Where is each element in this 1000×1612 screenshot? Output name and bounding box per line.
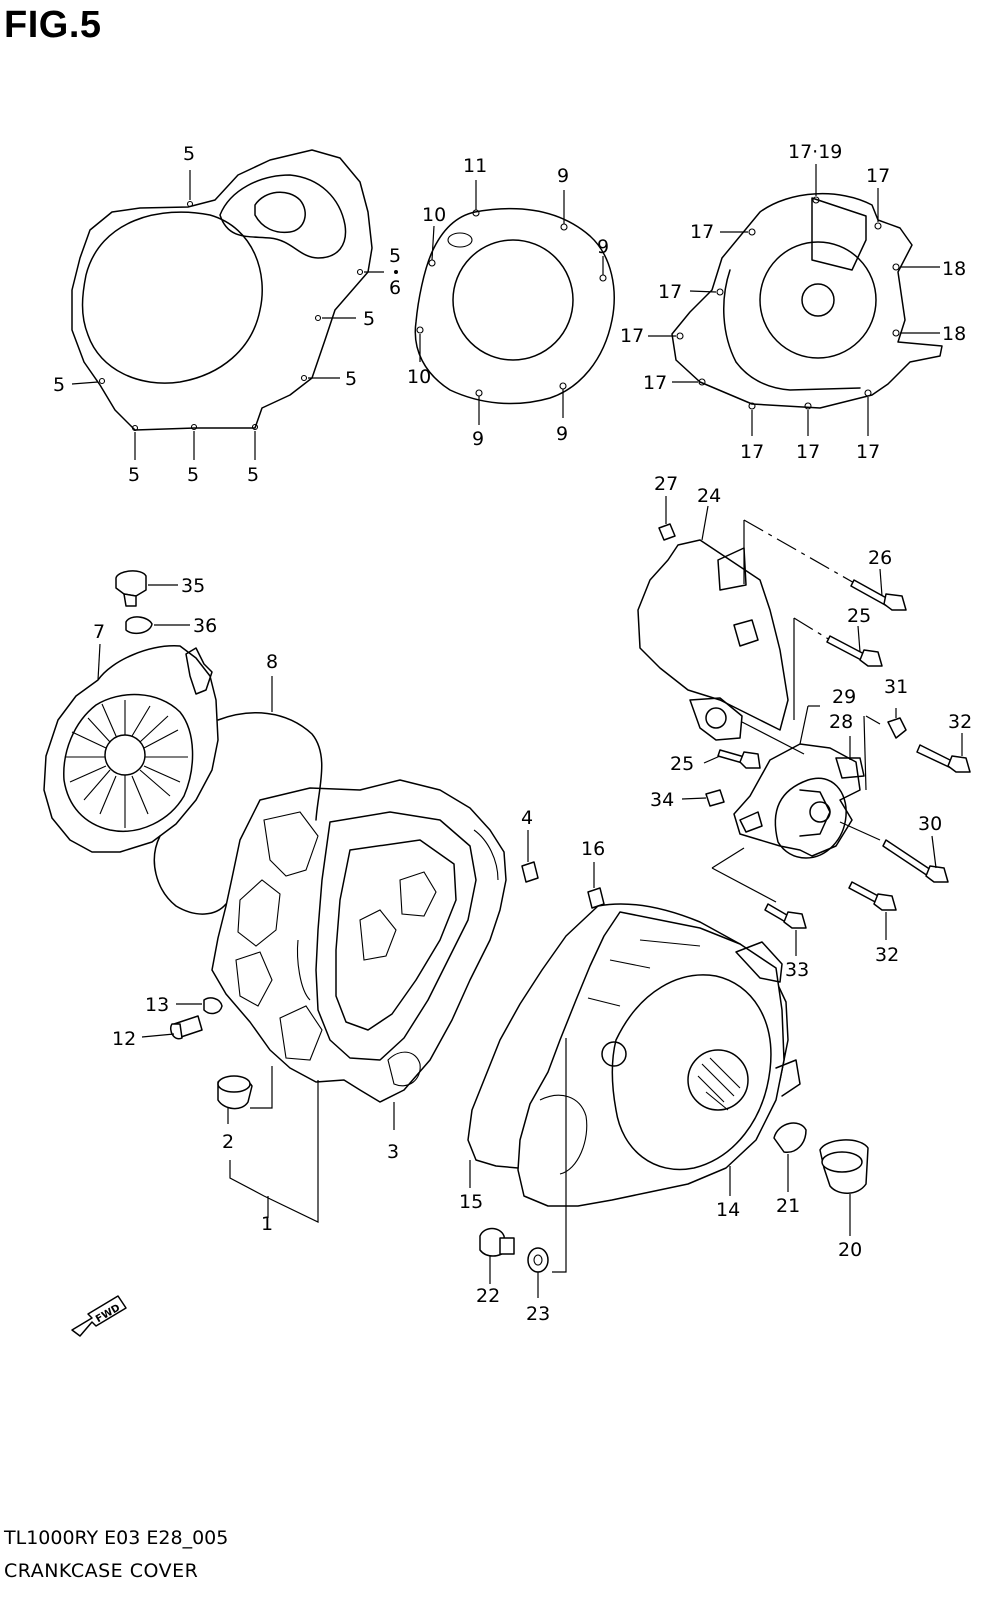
callout-label: 2 (222, 1131, 234, 1153)
model-code: TL1000RY E03 E28_005 (4, 1527, 229, 1549)
callout-label: 17 (866, 165, 890, 187)
callout-label: 17 (856, 441, 880, 463)
callout-label: 8 (266, 651, 278, 673)
water-pump (681, 705, 971, 956)
callout-labels: 5 5 6 5 5 5 5 5 5 11 9 10 9 10 9 9 17·19… (53, 141, 972, 1325)
callout-label: 29 (832, 686, 856, 708)
bushing-2 (217, 1075, 253, 1124)
callout-label: 25 (670, 753, 694, 775)
bracket-1-leaders (229, 1066, 395, 1223)
callout-label: 4 (521, 807, 533, 829)
callout-label: 26 (868, 547, 892, 569)
generator-cover-gasket (648, 164, 943, 436)
callout-label: 9 (556, 423, 568, 445)
callout-label: 24 (697, 485, 721, 507)
callout-label: 11 (463, 155, 487, 177)
callout-label: 17 (740, 441, 764, 463)
plug-21 (773, 1122, 807, 1192)
clutch-cover-gasket (71, 149, 373, 432)
washer-23 (527, 1247, 549, 1298)
callout-label: 15 (459, 1191, 483, 1213)
starter-drive-cover (637, 496, 857, 755)
callout-label: 10 (407, 366, 431, 388)
callout-label: 12 (112, 1028, 136, 1050)
callout-label: 32 (875, 944, 899, 966)
dowel-pin-4 (521, 830, 539, 883)
dowel-pin-16 (587, 862, 605, 909)
clutch-cover-outer-gasket (414, 180, 615, 425)
callout-label: 17 (658, 281, 682, 303)
callout-label: 31 (884, 676, 908, 698)
bolt-22 (479, 1227, 515, 1284)
callout-label: 18 (942, 323, 966, 345)
callout-label: 5 (53, 374, 65, 396)
callout-label: 36 (193, 615, 217, 637)
fwd-arrow-icon: FWD (71, 1295, 127, 1337)
callout-label: 17 (620, 325, 644, 347)
figure-title: FIG.5 (4, 4, 102, 46)
cap-20 (819, 1139, 869, 1236)
crankcase-cover-main (211, 779, 507, 1103)
bolts-26-25 (703, 568, 907, 769)
callout-label: 9 (472, 428, 484, 450)
callout-label: 3 (387, 1141, 399, 1163)
callout-label: 17·19 (788, 141, 842, 163)
callout-label: 10 (422, 204, 446, 226)
callout-label: 33 (785, 959, 809, 981)
callout-label: 1 (261, 1213, 273, 1235)
callout-label: 20 (838, 1239, 862, 1261)
figure-name: CRANKCASE COVER (4, 1560, 199, 1582)
callout-label: 5 (389, 245, 401, 267)
callout-label: 23 (526, 1303, 550, 1325)
callout-label: 17 (796, 441, 820, 463)
callout-label: 18 (942, 258, 966, 280)
clutch-outer-cover (43, 643, 219, 853)
generator-cover-14 (517, 911, 801, 1273)
callout-label: 5 (128, 464, 140, 486)
callout-label: 32 (948, 711, 972, 733)
clutch-cover-gasket-8 (153, 676, 323, 915)
callout-label: 5 (183, 143, 195, 165)
callout-label: 35 (181, 575, 205, 597)
callout-label: 5 (345, 368, 357, 390)
callout-label: 14 (716, 1199, 740, 1221)
callout-label: 13 (145, 994, 169, 1016)
callout-label: 25 (847, 605, 871, 627)
callout-label: 5 (187, 464, 199, 486)
callout-label: 34 (650, 789, 674, 811)
callout-label: 22 (476, 1285, 500, 1307)
callout-label: 17 (643, 372, 667, 394)
callout-label: 7 (93, 621, 105, 643)
gasket-leaders (71, 170, 398, 460)
callout-label: 17 (690, 221, 714, 243)
callout-label: 30 (918, 813, 942, 835)
callout-label: 5 (247, 464, 259, 486)
callout-label: 6 (389, 277, 401, 299)
callout-label: 9 (597, 236, 609, 258)
callout-label: 16 (581, 838, 605, 860)
callout-label: 9 (557, 165, 569, 187)
oil-filler-cap (115, 570, 190, 635)
callout-label: 27 (654, 473, 678, 495)
bolt-12-washer-13 (141, 997, 223, 1040)
callout-label: 5 (363, 308, 375, 330)
callout-label: 21 (776, 1195, 800, 1217)
callout-label: 28 (829, 711, 853, 733)
